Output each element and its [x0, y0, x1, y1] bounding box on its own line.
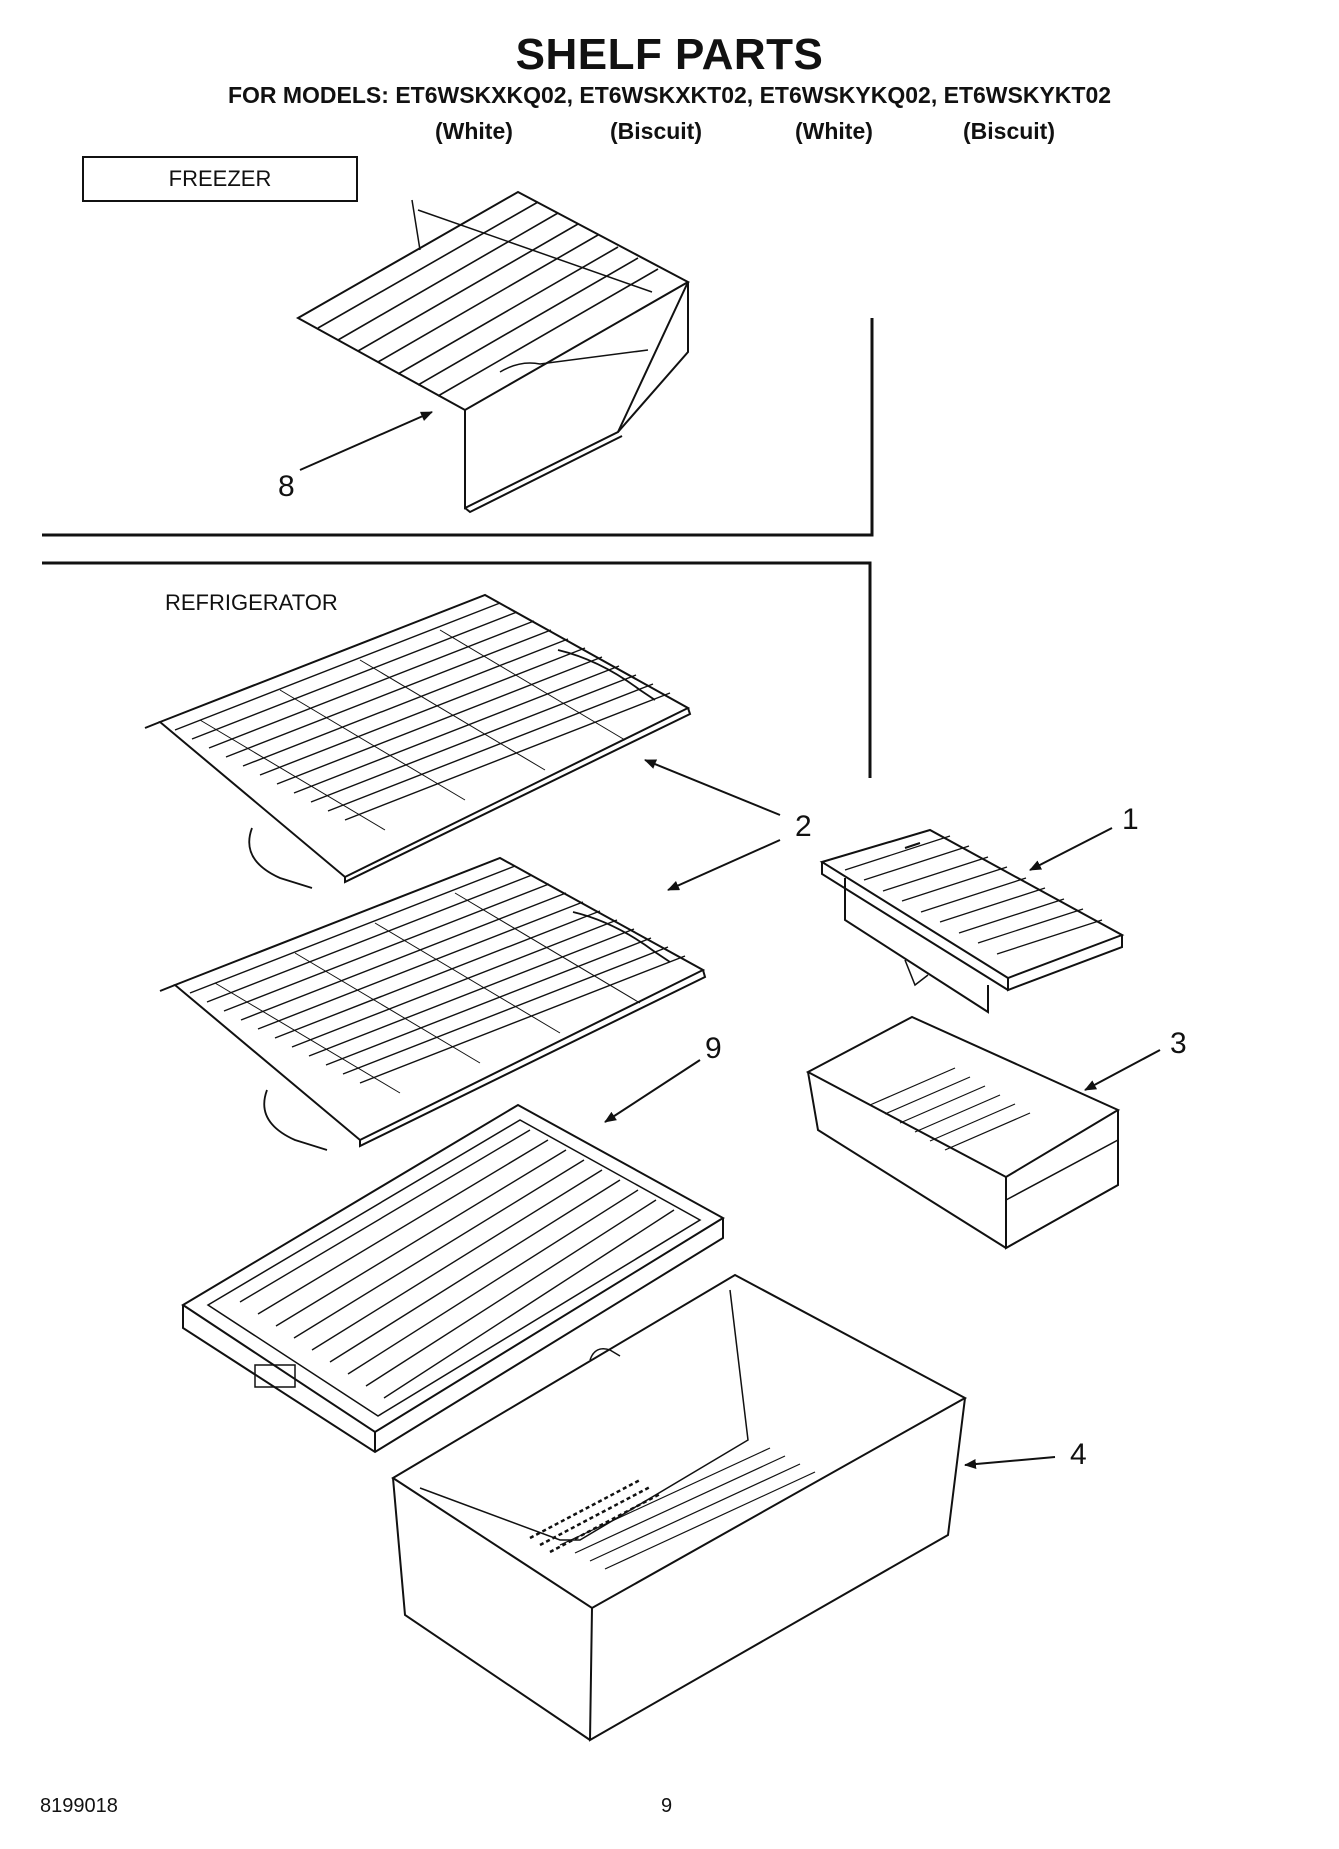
freezer-wire-shelf-icon — [295, 190, 691, 514]
callout-3: 3 — [1170, 1027, 1187, 1060]
callout-8: 8 — [278, 470, 295, 503]
doc-number: 8199018 — [40, 1795, 118, 1817]
color-label-4: (Biscuit) — [963, 118, 1055, 144]
leader-lines — [299, 411, 1161, 1470]
leader-2-lower — [667, 839, 781, 891]
callout-1: 1 — [1122, 803, 1139, 836]
small-crisper-drawer-icon — [805, 1015, 1121, 1250]
callout-9: 9 — [705, 1032, 722, 1065]
leader-8 — [299, 411, 433, 471]
leader-4 — [964, 1456, 1056, 1470]
leader-1 — [1029, 827, 1113, 871]
freezer-section-label: FREEZER — [82, 156, 358, 202]
section-dividers — [42, 318, 874, 778]
color-label-2: (Biscuit) — [610, 118, 702, 144]
page-number: 9 — [661, 1795, 673, 1817]
page-title: SHELF PARTS — [515, 30, 824, 79]
small-wire-shelf-icon — [819, 828, 1125, 1014]
crisper-cover-icon — [181, 1103, 725, 1454]
refrigerator-section-border — [42, 561, 872, 778]
leader-3 — [1084, 1049, 1161, 1091]
models-line: FOR MODELS: ET6WSKXKQ02, ET6WSKXKT02, ET… — [227, 82, 1112, 108]
color-label-1: (White) — [435, 118, 513, 144]
freezer-section-border — [42, 318, 874, 537]
callout-2: 2 — [795, 810, 812, 843]
large-crisper-pan-icon — [391, 1273, 968, 1742]
callout-4: 4 — [1070, 1438, 1087, 1471]
color-label-3: (White) — [795, 118, 873, 144]
refrigerator-section-label: REFRIGERATOR — [165, 590, 338, 615]
leader-9 — [604, 1059, 701, 1123]
leader-2-upper — [644, 759, 781, 816]
wire-shelf-lower-icon — [159, 856, 707, 1151]
wire-shelf-upper-icon — [144, 593, 692, 889]
